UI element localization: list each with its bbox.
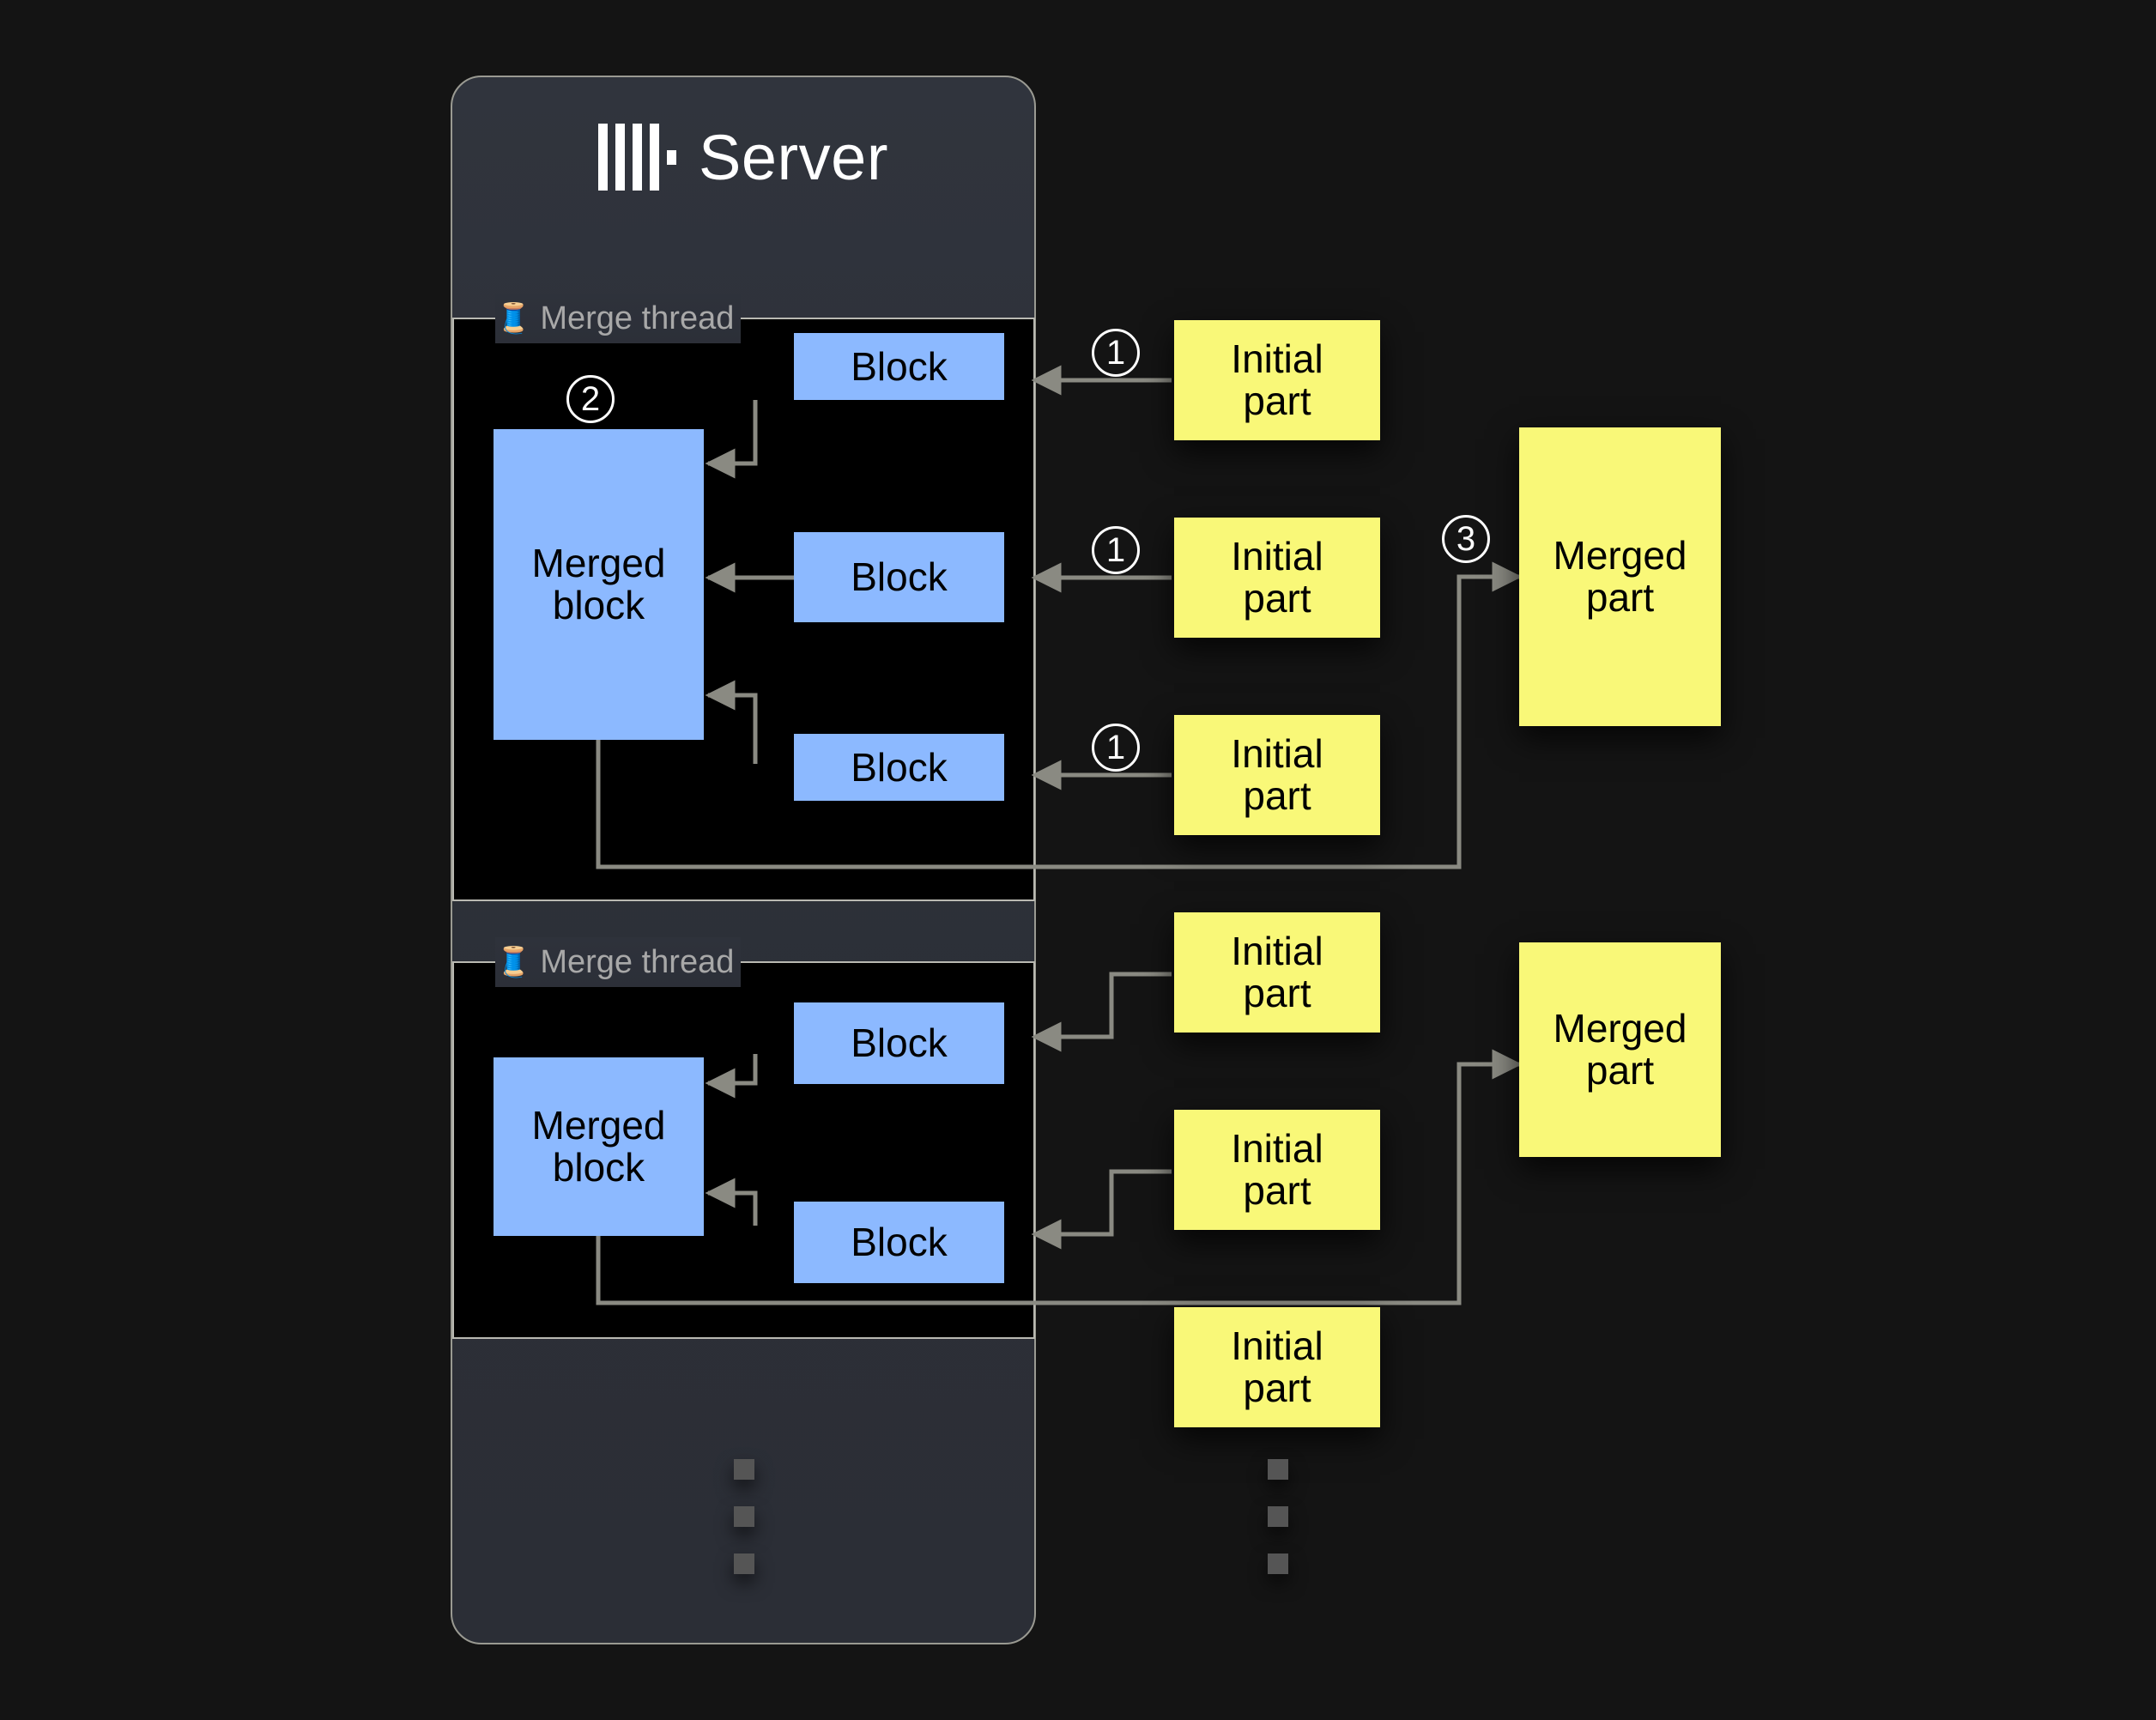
block-3-label: Block <box>851 744 948 790</box>
merge-thread-2-legend: 🧵 Merge thread <box>495 937 742 987</box>
ellipsis-dot <box>734 1506 754 1527</box>
step-marker-1c-label: 1 <box>1105 729 1126 766</box>
ellipsis-dot <box>1268 1506 1288 1527</box>
merged-part-1-label: Merged part <box>1553 533 1687 620</box>
ellipsis-dot <box>734 1459 754 1480</box>
step-marker-3-label: 3 <box>1456 520 1476 558</box>
merge-thread-1-legend: 🧵 Merge thread <box>495 294 742 343</box>
initial-part-3: Initial part <box>1174 715 1380 835</box>
merged-block-2: Merged block <box>494 1057 704 1236</box>
server-title-label: Server <box>699 121 888 193</box>
block-5-label: Block <box>851 1220 948 1265</box>
server-ellipsis <box>734 1459 754 1574</box>
initial-part-1-label: Initial part <box>1231 336 1323 423</box>
step-marker-1b: 1 <box>1092 526 1140 574</box>
initial-part-2-label: Initial part <box>1231 534 1323 621</box>
ellipsis-dot <box>734 1553 754 1574</box>
initial-part-4: Initial part <box>1174 912 1380 1033</box>
merged-part-2: Merged part <box>1519 942 1721 1157</box>
server-title: Server <box>451 110 1036 204</box>
initial-part-3-label: Initial part <box>1231 731 1323 818</box>
edge-initial4-to-block4 <box>1031 972 1172 1052</box>
block-4-label: Block <box>851 1020 948 1066</box>
step-marker-2-label: 2 <box>580 380 601 418</box>
step-marker-1a-label: 1 <box>1105 334 1126 372</box>
initial-part-4-label: Initial part <box>1231 929 1323 1015</box>
ellipsis-dot <box>1268 1459 1288 1480</box>
block-3: Block <box>794 734 1004 801</box>
initial-part-6-label: Initial part <box>1231 1323 1323 1410</box>
step-marker-1a: 1 <box>1092 329 1140 377</box>
parts-ellipsis <box>1268 1459 1288 1574</box>
merged-part-2-label: Merged part <box>1553 1006 1687 1093</box>
thread-spool-icon: 🧵 <box>495 302 532 335</box>
step-marker-2: 2 <box>566 375 615 423</box>
initial-part-6: Initial part <box>1174 1307 1380 1427</box>
clickhouse-logo-icon <box>598 124 677 191</box>
edge-initial5-to-block5 <box>1031 1169 1172 1250</box>
merged-block-2-label: Merged block <box>531 1103 666 1190</box>
block-2: Block <box>794 532 1004 622</box>
ellipsis-dot <box>1268 1553 1288 1574</box>
merged-part-1: Merged part <box>1519 427 1721 726</box>
merged-block-1: Merged block <box>494 429 704 740</box>
merged-block-1-label: Merged block <box>531 541 666 627</box>
step-marker-1c: 1 <box>1092 724 1140 772</box>
initial-part-5-label: Initial part <box>1231 1126 1323 1213</box>
block-1: Block <box>794 333 1004 400</box>
block-4: Block <box>794 1002 1004 1084</box>
block-5: Block <box>794 1202 1004 1283</box>
block-1-label: Block <box>851 343 948 389</box>
initial-part-5: Initial part <box>1174 1110 1380 1230</box>
step-marker-1b-label: 1 <box>1105 531 1126 569</box>
merge-thread-2-label: Merge thread <box>540 943 735 980</box>
step-marker-3: 3 <box>1442 515 1490 563</box>
initial-part-1: Initial part <box>1174 320 1380 440</box>
merge-thread-1-label: Merge thread <box>540 300 735 336</box>
initial-part-2: Initial part <box>1174 518 1380 638</box>
thread-spool-icon: 🧵 <box>495 946 532 978</box>
block-2-label: Block <box>851 554 948 600</box>
